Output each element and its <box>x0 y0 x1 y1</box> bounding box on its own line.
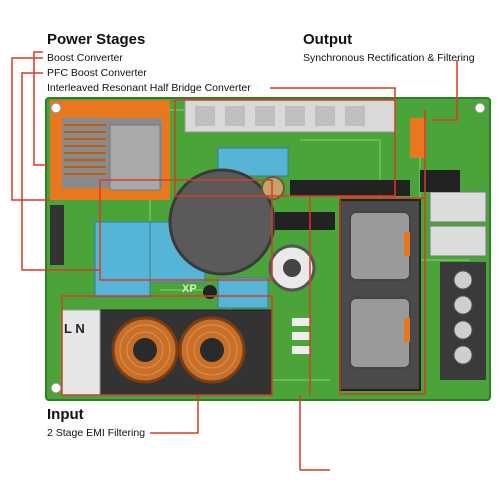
mounting-hole <box>474 102 486 114</box>
boost-converter-label: Boost Converter <box>47 52 123 64</box>
boost-converter-leader <box>11 57 50 201</box>
power-stages-leader <box>33 51 48 166</box>
resistor <box>292 346 310 354</box>
leader-lines <box>11 51 458 471</box>
pfc-region-box <box>99 179 273 281</box>
film-capacitor <box>217 277 269 309</box>
bulk-capacitor <box>168 168 276 276</box>
ln-marking: L N <box>64 321 85 336</box>
small-capacitor <box>261 176 285 200</box>
mosfet-row <box>275 212 335 230</box>
orange-component <box>410 118 426 158</box>
resistor <box>292 318 310 326</box>
ac-input-connector <box>61 309 101 396</box>
output-capacitor-block <box>420 170 460 192</box>
power-stages-heading: Power Stages <box>47 31 146 48</box>
input-leader <box>150 395 199 434</box>
output-heading: Output <box>303 31 353 48</box>
mounting-hole <box>50 102 62 114</box>
pfc-inductor-core <box>283 259 301 277</box>
half-bridge-converter-label: Interleaved Resonant Half Bridge Convert… <box>47 82 251 94</box>
input-heading: Input <box>47 406 84 423</box>
toroid-winding-rings <box>119 324 238 376</box>
mounting-hole <box>50 382 62 394</box>
transformer-winding <box>64 124 106 175</box>
emi-region-box <box>61 295 273 396</box>
output-connector <box>429 191 487 223</box>
half-bridge-region-box <box>174 99 396 197</box>
film-capacitor <box>94 221 151 298</box>
emi-filtering-label: 2 Stage EMI Filtering <box>47 427 146 439</box>
terminal-screw <box>453 345 473 365</box>
left-heatsink <box>50 205 64 265</box>
output-leader <box>432 60 458 121</box>
synchronous-rectification-label: Synchronous Rectification & Filtering <box>303 52 475 64</box>
input-leader-right <box>299 395 330 471</box>
terminal-screw <box>453 320 473 340</box>
output-transformer <box>349 211 411 281</box>
output-transformer <box>349 297 411 369</box>
output-connector <box>429 225 487 257</box>
emi-toroid-center <box>200 338 224 362</box>
gray-inductor-block <box>109 124 161 191</box>
xp-marking: XP <box>182 283 197 295</box>
output-region-box <box>339 197 426 395</box>
mosfet-row <box>290 180 410 196</box>
transformer-bobbin-marks <box>404 232 410 342</box>
terminal-screw <box>453 295 473 315</box>
half-bridge-leader <box>270 87 396 100</box>
rail-fins <box>195 106 365 126</box>
pfc-boost-converter-label: PFC Boost Converter <box>47 67 147 79</box>
pfc-boost-leader <box>21 72 100 271</box>
emi-toroid-center <box>133 338 157 362</box>
small-capacitor <box>203 285 217 299</box>
terminal-screw <box>453 270 473 290</box>
resistor <box>292 332 310 340</box>
